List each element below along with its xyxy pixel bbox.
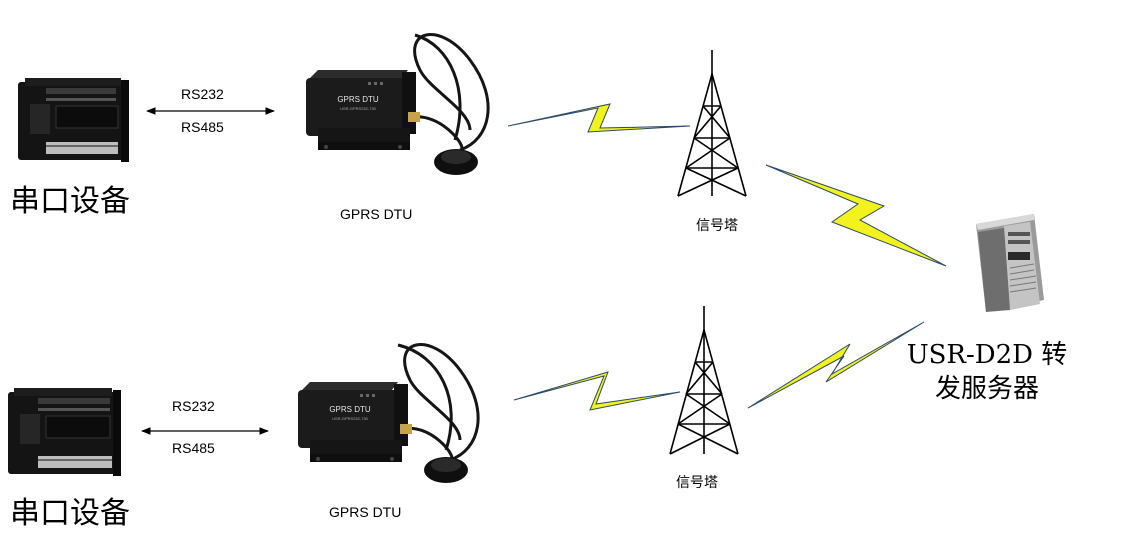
wireless-link-dtu-to-tower-top: [507, 103, 691, 133]
gprs-dtu-top-label: GPRS DTU: [340, 206, 413, 222]
rs232-top-label: RS232: [181, 86, 224, 102]
wireless-link-dtu-to-tower-bottom: [513, 371, 681, 411]
rs485-top-label: RS485: [181, 119, 224, 135]
signal-tower-bottom-icon: [669, 306, 739, 455]
dtu-top-model: USR-GPRS232-730: [340, 106, 377, 111]
serial-device-bottom-icon: [8, 388, 121, 476]
serial-device-bottom-label: 串口设备: [10, 496, 130, 531]
wireless-link-tower-to-server-top: [765, 164, 947, 267]
serial-device-top-label: 串口设备: [10, 184, 130, 219]
server-label-line2: 发服务器: [934, 374, 1039, 404]
server-label: USR-D2D 转 发服务器: [902, 338, 1072, 406]
wireless-link-tower-to-server-bottom: [747, 321, 925, 409]
signal-tower-bottom-label: 信号塔: [676, 474, 718, 490]
signal-tower-top-label: 信号塔: [696, 217, 738, 233]
dtu-bottom-brand: GPRS DTU: [329, 405, 371, 414]
serial-device-top-icon: [18, 78, 129, 162]
rs485-bottom-label: RS485: [172, 440, 215, 456]
gprs-dtu-top-icon: GPRS DTU USR-GPRS232-730: [306, 33, 490, 175]
gprs-dtu-bottom-icon: GPRS DTU USR-GPRS232-730: [298, 343, 480, 483]
signal-tower-top-icon: [677, 50, 747, 197]
server-icon: [976, 214, 1044, 312]
dtu-top-brand: GPRS DTU: [337, 95, 379, 104]
gprs-dtu-bottom-label: GPRS DTU: [329, 504, 402, 520]
server-label-line1: USR-D2D 转: [906, 340, 1068, 370]
rs232-bottom-label: RS232: [172, 398, 215, 414]
dtu-bottom-model: USR-GPRS232-730: [332, 416, 369, 421]
